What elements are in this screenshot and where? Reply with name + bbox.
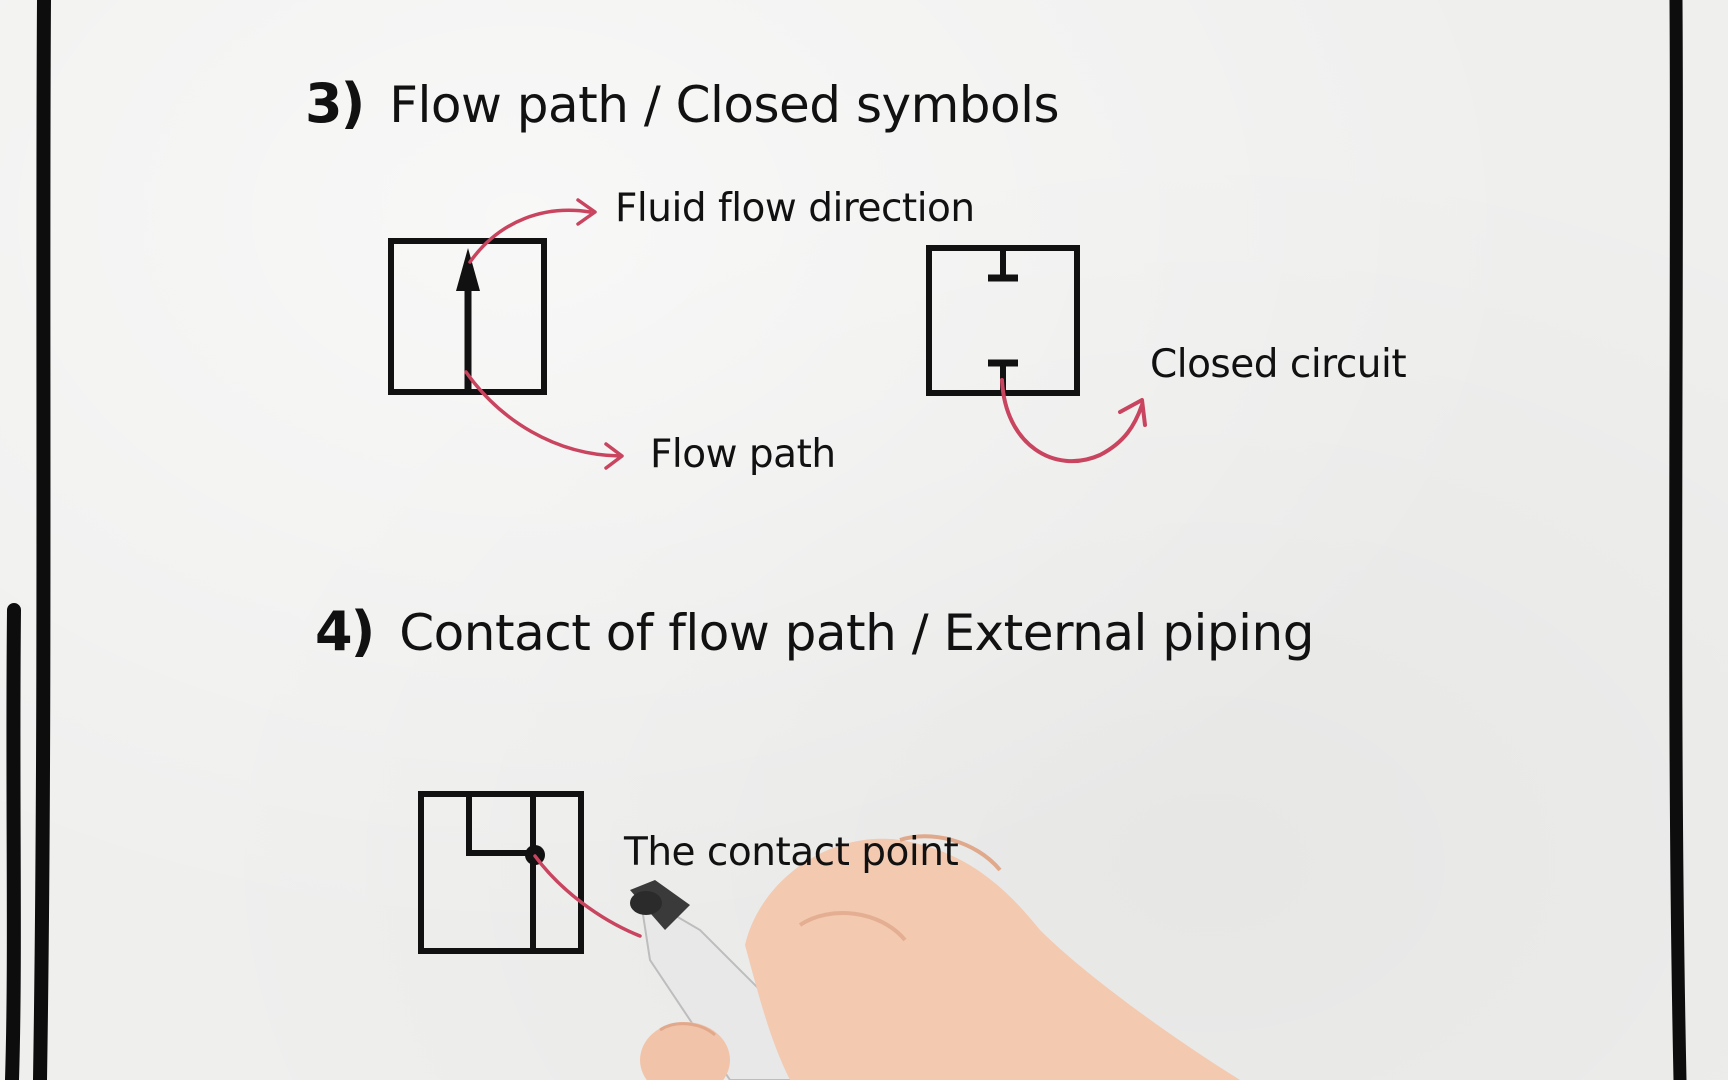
section-3-heading: 3) Flow path / Closed symbols: [305, 72, 1060, 135]
section-4-number: 4): [315, 600, 375, 663]
label-closed-circuit: Closed circuit: [1150, 342, 1407, 387]
flow-path-arrow: [464, 370, 624, 470]
label-flow-path: Flow path: [650, 432, 836, 477]
label-contact-point: The contact point: [624, 830, 959, 875]
section-3-number: 3): [305, 72, 365, 135]
contact-symbol: [418, 791, 584, 954]
fluid-flow-direction-arrow: [468, 198, 597, 264]
arrowhead-icon: [456, 248, 480, 291]
flow-path-symbol: [388, 238, 547, 395]
section-4-heading: 4) Contact of flow path / External piping: [315, 600, 1314, 663]
right-border-line: [1669, 0, 1687, 1080]
closed-symbol: [926, 245, 1080, 396]
hand-holding-marker-icon: [630, 834, 1240, 1080]
closed-circuit-arrow: [1000, 378, 1147, 464]
section-4-title: Contact of flow path / External piping: [399, 604, 1314, 662]
section-3-title: Flow path / Closed symbols: [389, 76, 1060, 134]
label-fluid-flow-direction: Fluid flow direction: [615, 186, 975, 231]
left-outer-border-line: [5, 603, 21, 1080]
contact-point-arrow: [533, 854, 642, 938]
left-border-line: [33, 0, 51, 1080]
